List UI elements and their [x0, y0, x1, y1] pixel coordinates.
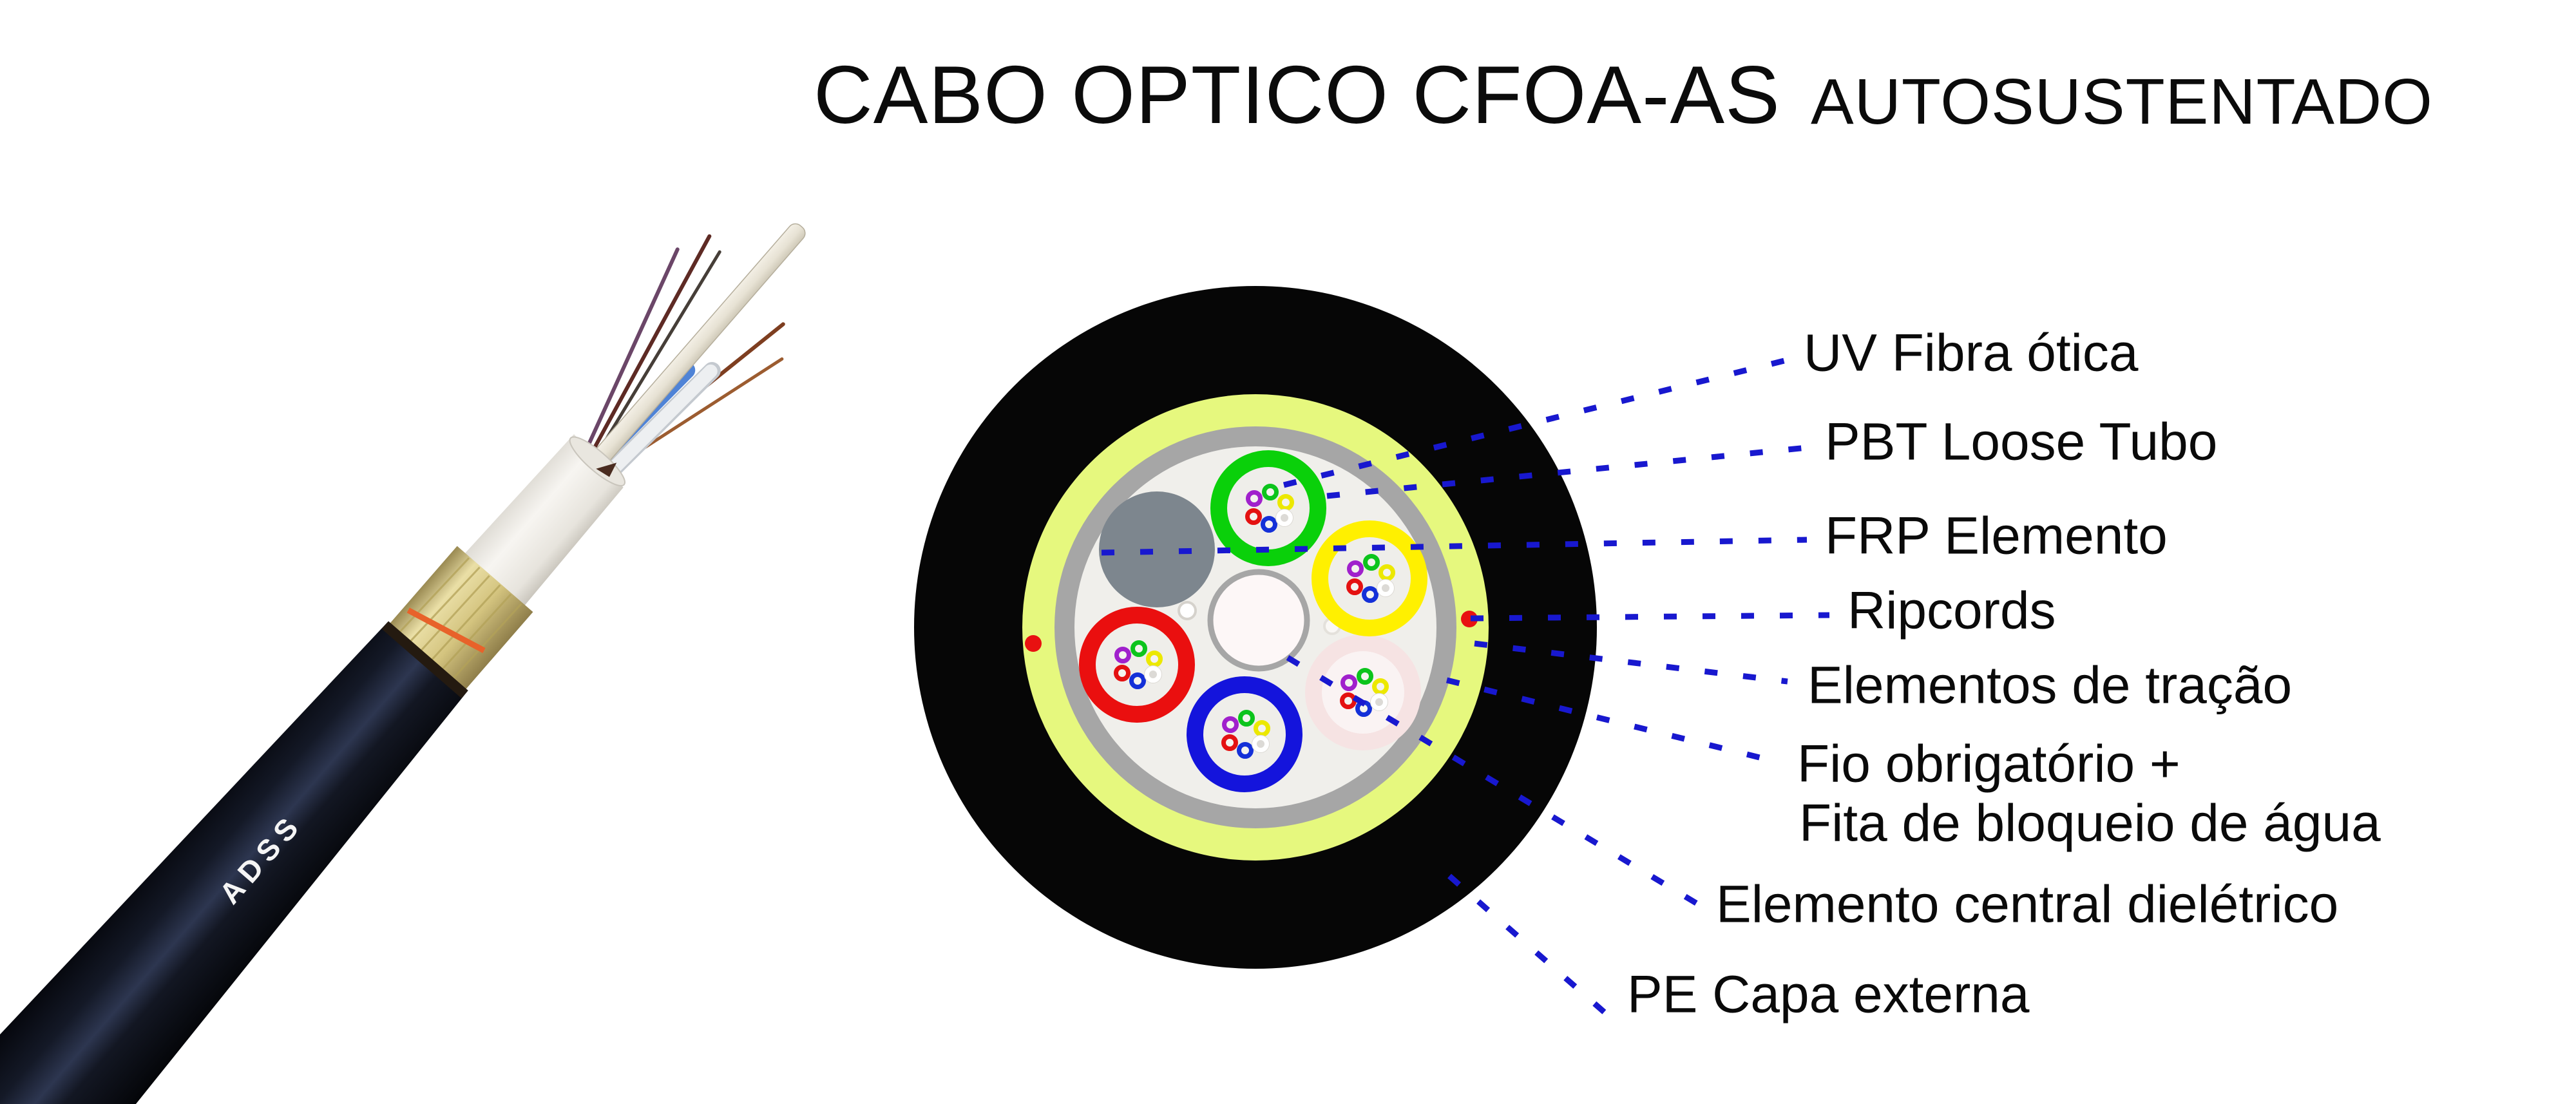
- fiber-dot: [1245, 508, 1262, 525]
- jacket-cut-edge: [381, 621, 468, 699]
- central-dielectric-element: [1207, 569, 1310, 672]
- fiber-dot: [1379, 564, 1395, 581]
- white-loose-tube: [593, 364, 718, 490]
- tape-wrap: [456, 434, 624, 615]
- fiber-dot: [1114, 665, 1131, 681]
- loose-tube-red: [1079, 607, 1195, 723]
- fiber-dot: [1371, 694, 1388, 710]
- aramid-orange-strand: [406, 607, 486, 653]
- fiber-dot: [1238, 710, 1255, 727]
- fiber-dot: [1363, 554, 1380, 571]
- fiber-dot: [1221, 734, 1238, 751]
- label-pbt-loose-tube: PBT Loose Tubo: [1825, 412, 2218, 471]
- page-subtitle: AUTOSUSTENTADO: [1811, 66, 2433, 138]
- fiber-dot: [1222, 716, 1239, 733]
- stripped-cable: ADSS: [0, 223, 806, 1104]
- leader-line-uv-fiber: [1283, 357, 1786, 488]
- label-water-block-tape: Fita de bloqueio de água: [1799, 794, 2381, 853]
- label-binder-yarn: Fio obrigatório +: [1797, 734, 2180, 794]
- leader-line-central-element: [1286, 655, 1701, 908]
- loose-tube-pink: [1305, 634, 1421, 750]
- fiber-strand-maroon: [591, 234, 712, 453]
- fiber-strand-purple: [582, 247, 680, 458]
- binder-yarn-dot: [1178, 601, 1197, 620]
- loose-tubes-layer: [1079, 450, 1427, 792]
- fiber-dot: [1129, 672, 1146, 689]
- leader-lines: [1101, 357, 1830, 1019]
- label-strength-members: Elementos de tração: [1808, 656, 2293, 715]
- label-frp-element: FRP Elemento: [1825, 506, 2168, 566]
- label-ripcords: Ripcords: [1847, 581, 2056, 640]
- aramid-strands: [396, 557, 522, 683]
- fiber-dot: [1254, 720, 1270, 737]
- page-title: CABO OPTICO CFOA-AS: [814, 49, 1780, 140]
- cable-jacket: [0, 622, 468, 1104]
- fiber-dot: [1340, 692, 1357, 709]
- fiber-dot: [1276, 509, 1293, 526]
- fiber-dot: [1372, 678, 1389, 695]
- filler-rod: [1099, 491, 1215, 607]
- leader-line-frp-element: [1101, 537, 1808, 556]
- label-central-element: Elemento central dielétrico: [1716, 875, 2339, 934]
- fiber-dot: [1262, 484, 1279, 500]
- fiber-dot: [1246, 490, 1263, 507]
- fiber-dot: [1277, 494, 1294, 511]
- fiber-dot: [1357, 668, 1373, 685]
- loose-tube-yellow: [1312, 520, 1427, 636]
- fiber-dot: [1362, 586, 1379, 603]
- fiber-dot: [1237, 742, 1254, 759]
- fiber-dot: [1340, 674, 1357, 691]
- fiber-dot: [1145, 666, 1161, 683]
- title-row: CABO OPTICO CFOA-AS AUTOSUSTENTADO: [0, 0, 2576, 167]
- loose-tube-green: [1210, 450, 1326, 566]
- label-uv-fiber: UV Fibra ótica: [1804, 323, 2139, 383]
- label-outer-sheath: PE Capa externa: [1627, 965, 2030, 1024]
- fiber-dot: [1252, 736, 1269, 752]
- leader-line-strength-members: [1474, 640, 1788, 685]
- ripcord-dot-left: [1025, 635, 1042, 652]
- fiber-dot: [1146, 651, 1163, 667]
- tape-mouth-shadow: [596, 462, 617, 477]
- fiber-dot: [1261, 516, 1277, 533]
- fiber-dot: [1377, 580, 1394, 596]
- fiber-dot: [1131, 640, 1147, 657]
- fiber-dot: [1347, 560, 1364, 577]
- fiber-strand-dark: [600, 250, 721, 448]
- leader-line-outer-sheath: [1447, 873, 1611, 1019]
- fiber-dot: [1114, 647, 1131, 663]
- fiber-dot: [1346, 578, 1363, 595]
- leader-line-pbt-loose-tube: [1326, 444, 1808, 499]
- ripcord-dot-right: [1461, 611, 1478, 627]
- loose-tube-blue: [1187, 676, 1302, 792]
